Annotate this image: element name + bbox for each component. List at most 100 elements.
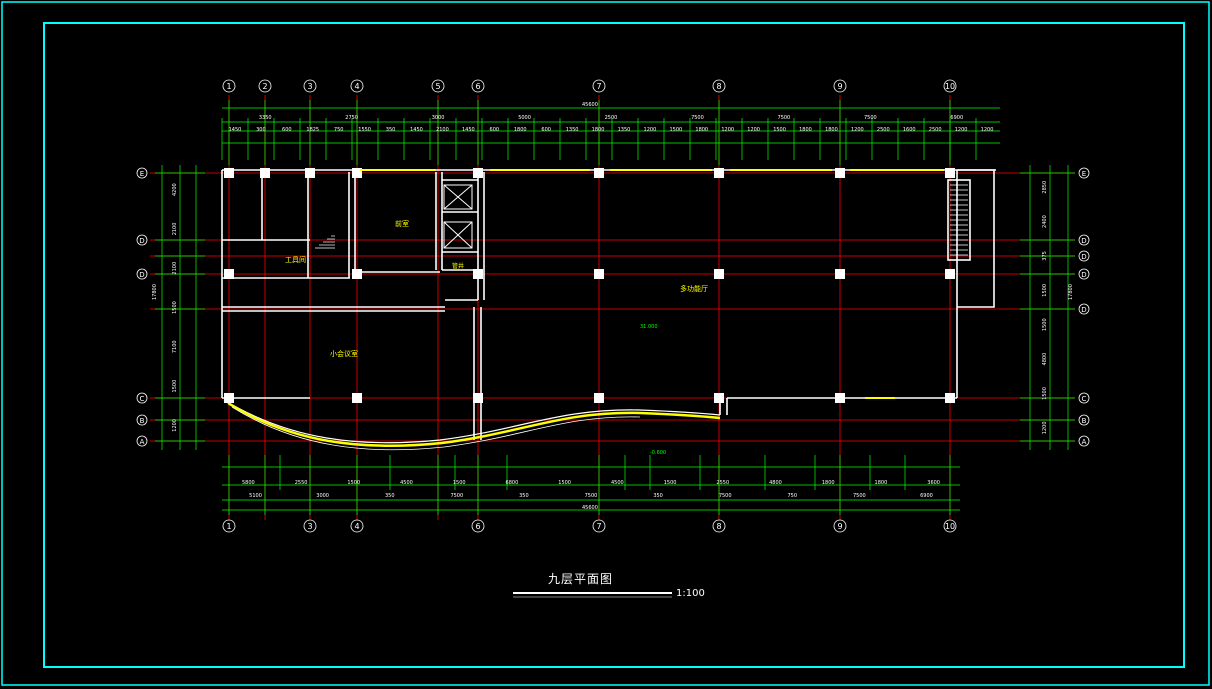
dim-top-2-11: 1800 (514, 127, 527, 133)
axis-bubble-right-4: D (1078, 303, 1090, 315)
svg-text:7: 7 (596, 522, 601, 531)
dim-left-1: 2100 (172, 223, 178, 236)
axis-bubble-left-D2: D (136, 234, 148, 246)
axis-bubble-right-0: E (1078, 167, 1090, 179)
dim-top-2-1: 300 (256, 127, 266, 133)
dim-top-1-6: 7500 (778, 115, 791, 121)
dim-top-1-4: 2500 (605, 115, 618, 121)
svg-text:E: E (1082, 170, 1086, 178)
elevator-shafts (443, 184, 473, 249)
dim-bottom-1-4: 1500 (453, 480, 466, 486)
dim-top-2-25: 2500 (877, 127, 890, 133)
dim-left-6: 1200 (172, 419, 178, 432)
dim-bottom-2-6: 350 (653, 493, 663, 499)
axis-bubble-top-6: 6 (471, 79, 485, 93)
axis-bubble-left-E: E (136, 167, 148, 179)
dim-top-2-7: 1450 (410, 127, 423, 133)
stair-treads (315, 184, 968, 256)
total-height-right: 17800 (1068, 284, 1074, 300)
drawing-scale: 1:100 (676, 588, 705, 599)
column (945, 168, 955, 178)
dim-top-2-16: 1200 (644, 127, 657, 133)
svg-text:4: 4 (354, 82, 359, 91)
axis-bubble-bottom-10: 10 (943, 519, 957, 533)
svg-text:5: 5 (435, 82, 440, 91)
dim-bottom-2-3: 7500 (450, 493, 463, 499)
dim-bottom-1-0: 5800 (242, 480, 255, 486)
dim-bottom-1-6: 1500 (558, 480, 571, 486)
dim-top-1-3: 5000 (518, 115, 531, 121)
structural-columns (224, 168, 955, 403)
total-length-top: 45600 (582, 102, 598, 108)
dim-right-0: 2850 (1042, 181, 1048, 194)
column (224, 393, 234, 403)
svg-text:D: D (1081, 237, 1086, 245)
dim-top-2-3: 1825 (306, 127, 319, 133)
dim-top-2-24: 1200 (851, 127, 864, 133)
axis-bubble-top-10: 10 (943, 79, 957, 93)
inner-frame (43, 22, 1185, 668)
svg-text:3: 3 (307, 82, 312, 91)
axis-bubble-bottom-8: 8 (712, 519, 726, 533)
dim-bottom-1-11: 1800 (822, 480, 835, 486)
svg-text:B: B (1082, 417, 1087, 425)
svg-text:9: 9 (837, 82, 842, 91)
axis-bubble-bottom-1: 1 (222, 519, 236, 533)
total-height-left: 17800 (152, 284, 158, 300)
dim-bottom-1-2: 1500 (347, 480, 360, 486)
svg-text:D: D (1081, 253, 1086, 261)
svg-text:1: 1 (226, 522, 231, 531)
dim-top-2-8: 2100 (436, 127, 449, 133)
dim-top-2-2: 600 (282, 127, 292, 133)
column (945, 269, 955, 279)
label-small-meeting-room: 小会议室 (330, 349, 358, 358)
axis-bubble-bottom-3: 3 (303, 519, 317, 533)
dim-bottom-1-5: 6800 (506, 480, 519, 486)
dim-right-5: 4800 (1042, 353, 1048, 366)
axis-bubble-top-2: 2 (258, 79, 272, 93)
dim-right-6: 1500 (1042, 387, 1048, 400)
dim-top-1-8: 6900 (950, 115, 963, 121)
dim-left-3: 1500 (172, 301, 178, 314)
svg-text:8: 8 (716, 82, 721, 91)
column (714, 168, 724, 178)
axis-bubble-right-2: D (1078, 250, 1090, 262)
svg-text:D: D (1081, 271, 1086, 279)
svg-text:C: C (140, 395, 145, 403)
dim-top-2-17: 1500 (669, 127, 682, 133)
svg-text:6: 6 (475, 82, 480, 91)
svg-text:3: 3 (307, 522, 312, 531)
dim-bottom-2-9: 7500 (853, 493, 866, 499)
dim-top-2-10: 600 (490, 127, 500, 133)
axis-bubble-left-B: B (136, 414, 148, 426)
dim-top-2-4: 750 (334, 127, 344, 133)
svg-text:A: A (1082, 438, 1087, 446)
column (835, 269, 845, 279)
column (835, 168, 845, 178)
axis-bubble-left-D: D (136, 268, 148, 280)
dim-bottom-2-2: 350 (385, 493, 395, 499)
axis-bubble-top-8: 8 (712, 79, 726, 93)
column (714, 269, 724, 279)
dim-left-5: 1500 (172, 380, 178, 393)
column (945, 393, 955, 403)
dim-right-2: 375 (1042, 251, 1048, 261)
dim-top-2-27: 2500 (929, 127, 942, 133)
dim-top-2-9: 1450 (462, 127, 475, 133)
dim-top-2-29: 1200 (981, 127, 994, 133)
dim-bottom-2-10: 6900 (920, 493, 933, 499)
dim-bottom-2-4: 350 (519, 493, 529, 499)
svg-text:D: D (139, 237, 144, 245)
dim-bottom-2-1: 3000 (316, 493, 329, 499)
building-walls (221, 169, 996, 440)
dim-bottom-2-5: 7500 (585, 493, 598, 499)
dim-top-2-6: 350 (386, 127, 396, 133)
column (473, 393, 483, 403)
dim-top-2-15: 1350 (618, 127, 631, 133)
column (352, 269, 362, 279)
svg-text:4: 4 (354, 522, 359, 531)
dim-top-2-5: 1550 (358, 127, 371, 133)
column (224, 269, 234, 279)
